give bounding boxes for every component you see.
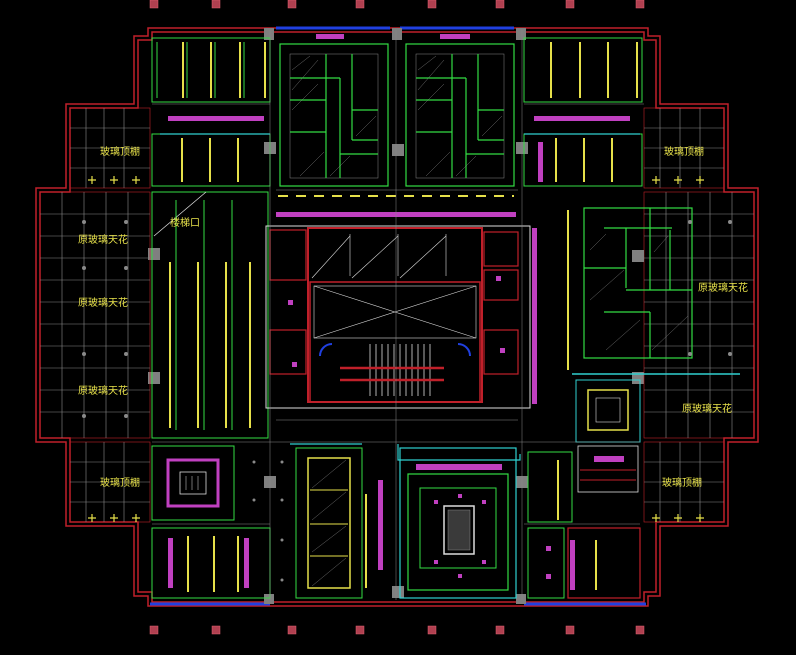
glass-ceiling-label-bottom-left: 玻璃顶棚 (100, 478, 140, 489)
stair-label: 楼梯口 (170, 218, 200, 229)
bottom-right-rooms (527, 445, 641, 599)
glass-wing-lights (88, 176, 704, 522)
bottom-left-lamp-room (151, 445, 235, 521)
original-glass-ceiling-label-1: 原玻璃天花 (78, 235, 128, 246)
top-magenta-bar-2 (440, 34, 470, 39)
right-hatched-room (583, 207, 693, 359)
original-glass-ceiling-label-right-1: 原玻璃天花 (698, 283, 748, 294)
core-outline (265, 225, 531, 409)
cyan-lines (160, 133, 640, 461)
top-center-rooms (279, 43, 515, 187)
original-glass-ceiling-label-3: 原玻璃天花 (78, 386, 128, 397)
right-glass-grid (643, 191, 755, 439)
core-magenta-marks (288, 276, 505, 367)
original-glass-ceiling-label-2: 原玻璃天花 (78, 298, 128, 309)
stair-handrail (340, 366, 444, 382)
bottom-center-rooms (295, 447, 383, 599)
fixture-dots (82, 220, 732, 582)
core-doors (319, 343, 471, 357)
left-corridor (151, 191, 269, 439)
original-glass-ceiling-label-right-2: 原玻璃天花 (682, 404, 732, 415)
glass-wings (69, 107, 725, 523)
core-right-magenta (532, 228, 537, 404)
glass-ceiling-label-top-left: 玻璃顶棚 (100, 147, 140, 158)
bottom-center-feature (399, 447, 517, 599)
top-left-room (151, 37, 271, 187)
hatching-top (291, 55, 503, 177)
exterior-columns (149, 0, 645, 635)
right-column-marker (632, 250, 644, 262)
glass-ceiling-label-top-right: 玻璃顶棚 (664, 147, 704, 158)
top-magenta-bar (316, 34, 344, 39)
facade-band (150, 26, 646, 606)
glass-ceiling-label-bottom-right: 玻璃顶棚 (662, 478, 702, 489)
hatching-right (589, 233, 689, 351)
left-glass-grid (39, 191, 151, 439)
top-right-room (523, 37, 643, 187)
stair-treads (369, 344, 431, 396)
corridor-lines (152, 30, 644, 600)
